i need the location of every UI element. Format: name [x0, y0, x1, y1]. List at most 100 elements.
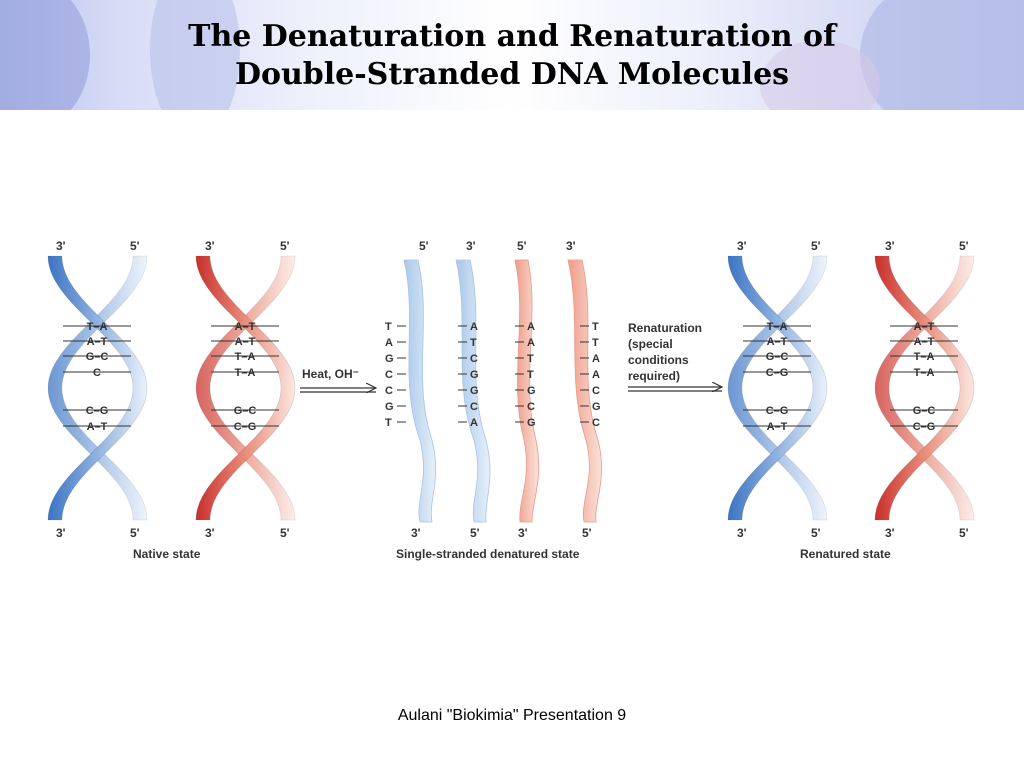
base-label: T: [385, 417, 392, 429]
base-label: T: [385, 321, 392, 333]
slide-title: The Denaturation and Renaturation of Dou…: [0, 18, 1024, 94]
strand-1: [403, 259, 437, 523]
helix-strand-back: [47, 255, 148, 521]
label-3prime: 3': [411, 526, 421, 540]
renaturation-line-3: conditions: [628, 353, 689, 367]
renaturation-line-1: Renaturation: [628, 321, 702, 335]
label-5prime: 5': [130, 239, 140, 253]
base-pair-label: C: [93, 367, 101, 379]
label-5prime: 5': [811, 239, 821, 253]
helix-renatured-red: 3' 5' 3' 5' A–TA–TT–AT–AG–CC–G: [874, 239, 975, 540]
renaturation-line-4: required): [628, 369, 680, 383]
label-5prime: 5': [959, 526, 969, 540]
base-pair-label: G–C: [913, 405, 936, 417]
helix-native-red: 3' 5' 3' 5' A–TA–TT–AT–AG–CC–G: [195, 239, 296, 540]
base-label: C: [385, 369, 393, 381]
base-label: T: [527, 369, 534, 381]
helix-strand-front: [727, 255, 828, 521]
base-pairs: T–AA–TG–CC–GC–GA–T: [743, 321, 811, 433]
base-label: A: [592, 353, 600, 365]
label-3prime: 3': [56, 239, 66, 253]
slide-footer: Aulani "Biokimia" Presentation 9: [397, 707, 627, 724]
base-pairs: A–TA–TT–AT–AG–CC–G: [211, 321, 279, 433]
title-line-2: Double-Stranded DNA Molecules: [234, 57, 790, 92]
base-pair-label: T–A: [235, 367, 256, 379]
base-pair-label: A–T: [767, 421, 788, 433]
base-label: G: [527, 417, 536, 429]
label-3prime: 3': [205, 239, 215, 253]
heat-arrow-label: Heat, OH⁻: [302, 367, 359, 381]
base-pair-label: A–T: [914, 321, 935, 333]
label-3prime: 3': [205, 526, 215, 540]
label-5prime: 5': [959, 239, 969, 253]
base-label: G: [527, 385, 536, 397]
title-banner: [0, 0, 1024, 110]
base-pair-label: C–G: [913, 421, 936, 433]
base-label: G: [385, 401, 394, 413]
label-5prime: 5': [280, 526, 290, 540]
label-3prime: 3': [885, 526, 895, 540]
helix-strand-back: [727, 255, 828, 521]
base-pair-label: C–G: [766, 405, 789, 417]
helix-strand-back: [874, 255, 975, 521]
base-label: G: [470, 369, 479, 381]
label-5prime: 5': [419, 239, 429, 253]
base-pair-label: T–A: [87, 321, 108, 333]
base-pair-label: C–G: [234, 421, 257, 433]
base-label: A: [527, 337, 535, 349]
renaturation-line-2: (special: [628, 337, 673, 351]
label-5prime: 5': [582, 526, 592, 540]
base-label: G: [470, 385, 479, 397]
label-5prime: 5': [517, 239, 527, 253]
base-label: A: [527, 321, 535, 333]
base-pairs: A–TA–TT–AT–AG–CC–G: [890, 321, 958, 433]
base-label: C: [592, 385, 600, 397]
title-line-1: The Denaturation and Renaturation of: [188, 19, 836, 54]
label-5prime: 5': [280, 239, 290, 253]
base-pair-label: A–T: [87, 336, 108, 348]
helix-strand-front: [195, 255, 296, 521]
strand-4: [567, 259, 602, 523]
base-label: T: [527, 353, 534, 365]
base-pair-label: A–T: [914, 336, 935, 348]
label-3prime: 3': [737, 526, 747, 540]
label-3prime: 3': [518, 526, 528, 540]
label-3prime: 3': [56, 526, 66, 540]
renaturation-label: Renaturation (special conditions require…: [628, 321, 705, 383]
base-pairs: T–AA–TG–CCC–GA–T: [63, 321, 131, 433]
label-5prime: 5': [470, 526, 480, 540]
base-label: C: [527, 401, 535, 413]
base-label: T: [592, 321, 599, 333]
base-pair-label: G–C: [234, 405, 257, 417]
base-label: C: [592, 417, 600, 429]
base-label: A: [470, 321, 478, 333]
base-label: C: [470, 353, 478, 365]
label-3prime: 3': [737, 239, 747, 253]
base-pair-label: T–A: [914, 351, 935, 363]
label-3prime: 3': [566, 239, 576, 253]
heat-arrow: Heat, OH⁻: [300, 367, 376, 392]
base-pair-label: C–G: [86, 405, 109, 417]
helix-renatured-blue: 3' 5' 3' 5' T–AA–TG–CC–GC–GA–T: [727, 239, 828, 540]
label-3prime: 3': [466, 239, 476, 253]
base-label: A: [592, 369, 600, 381]
base-pair-label: A–T: [235, 321, 256, 333]
label-5prime: 5': [811, 526, 821, 540]
base-label: T: [470, 337, 477, 349]
base-label: C: [385, 385, 393, 397]
base-pair-label: G–C: [86, 351, 109, 363]
base-label: A: [385, 337, 393, 349]
helix-strand-front: [874, 255, 975, 521]
base-label: G: [385, 353, 394, 365]
renaturation-arrow: Renaturation (special conditions require…: [628, 321, 722, 391]
base-label: G: [592, 401, 601, 413]
base-pair-label: A–T: [767, 336, 788, 348]
base-pair-label: C–G: [766, 367, 789, 379]
base-pair-label: T–A: [235, 351, 256, 363]
